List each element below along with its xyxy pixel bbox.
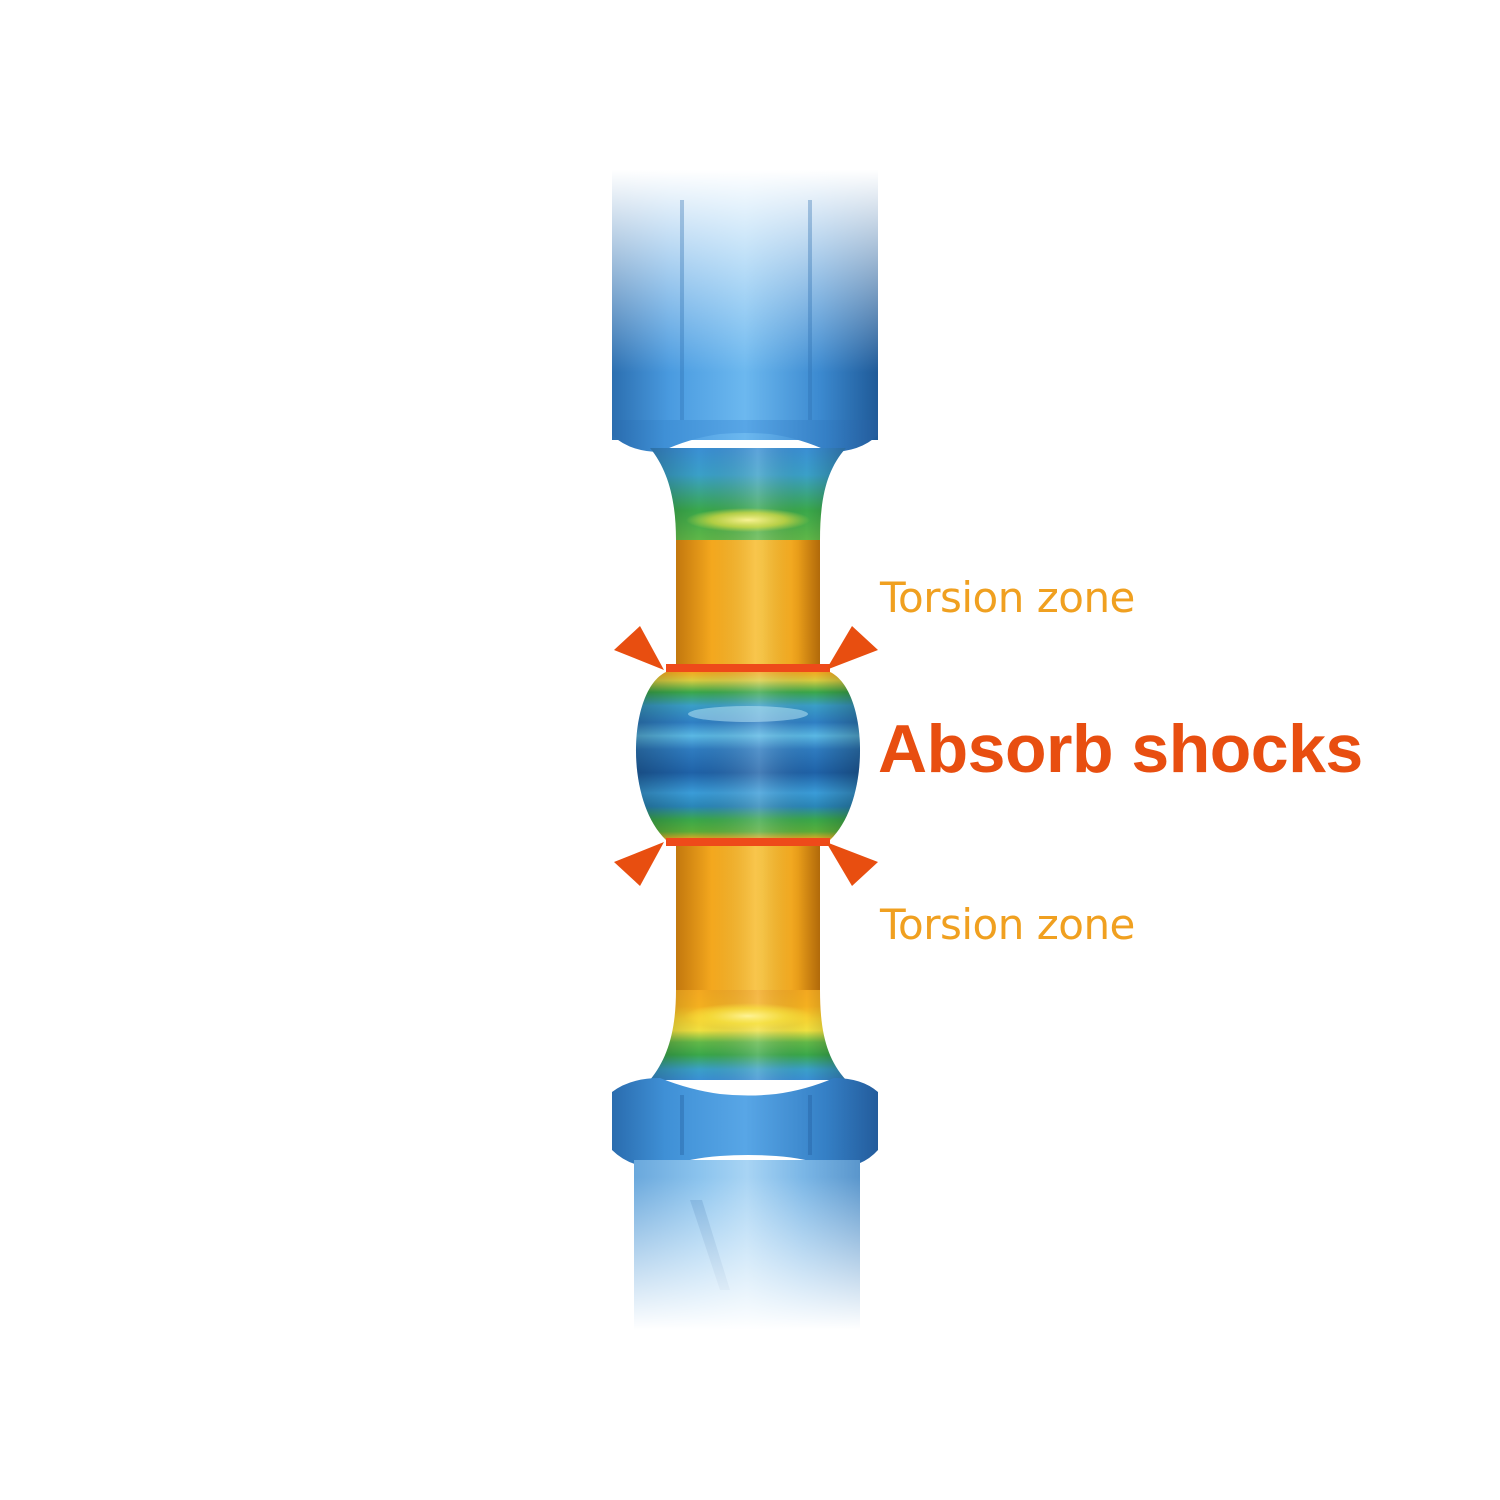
arrow-top-right-icon — [826, 626, 878, 670]
stress-ring-top — [666, 664, 830, 672]
stress-ring-bottom — [666, 838, 830, 846]
absorb-shocks-label: Absorb shocks — [878, 711, 1363, 787]
arrow-top-left-icon — [614, 626, 664, 670]
bottom-hex-collar — [612, 1078, 878, 1168]
torsion-zone-label-bottom: Torsion zone — [880, 900, 1135, 949]
arrow-bottom-right-icon — [826, 842, 878, 886]
top-hex-collar — [612, 420, 878, 452]
lower-shaft — [634, 1160, 860, 1330]
yellow-band-top — [686, 508, 810, 532]
top-hex-shaft — [612, 170, 878, 440]
yellow-band-bottom — [684, 1003, 812, 1029]
arrow-bottom-left-icon — [614, 842, 664, 886]
torsion-zone-label-top: Torsion zone — [880, 573, 1135, 622]
